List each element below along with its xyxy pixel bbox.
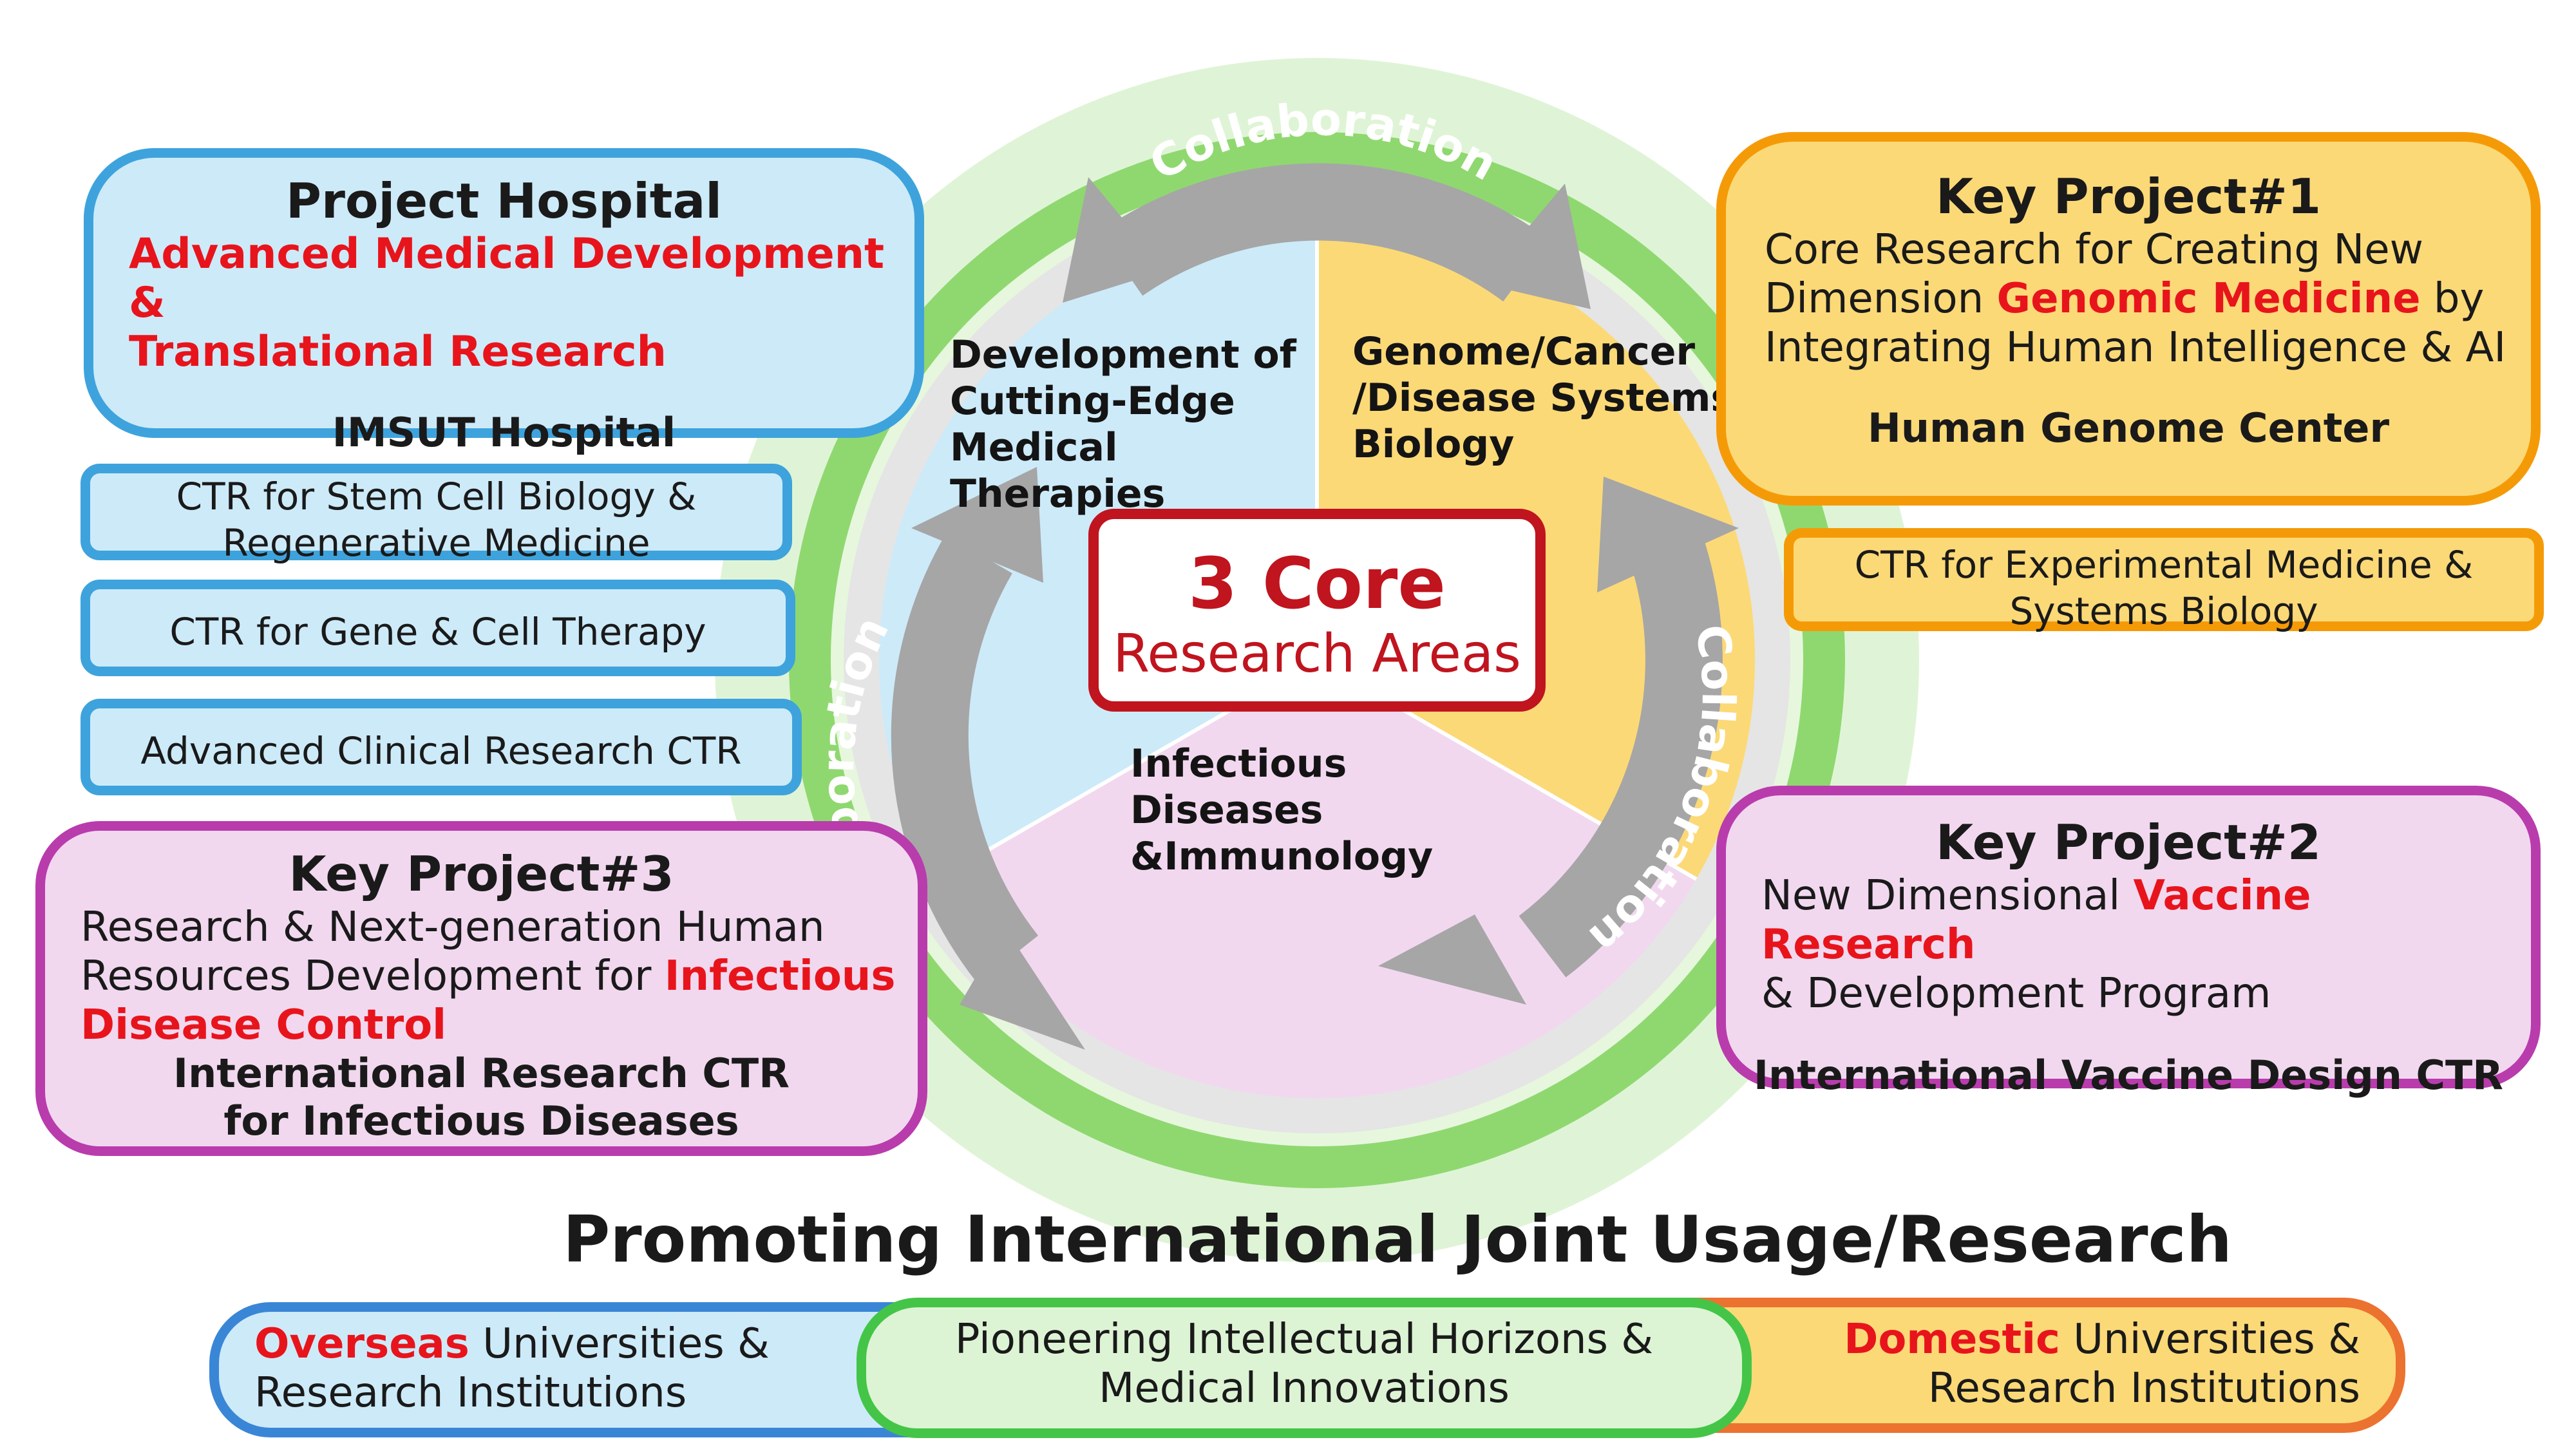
key-project-3-box: Key Project#3 Research & Next-generation… bbox=[35, 821, 927, 1156]
center-core-box: 3 Core Research Areas bbox=[1088, 509, 1546, 712]
pioneering-line2: Medical Innovations bbox=[1099, 1365, 1510, 1412]
key-project-1-line3: Integrating Human Intelligence & AI bbox=[1765, 324, 2506, 372]
pioneering-box: Pioneering Intellectual Horizons & Medic… bbox=[857, 1298, 1752, 1438]
ctr-clinical-line1: Advanced Clinical Research CTR bbox=[140, 729, 742, 773]
arrowhead-left-up bbox=[911, 467, 1043, 583]
key-project-1-line2: Dimension Genomic Medicine by bbox=[1765, 275, 2485, 323]
key-project-2-line1: New Dimensional Vaccine Research bbox=[1761, 872, 2311, 969]
key-project-2-box: Key Project#2 New Dimensional Vaccine Re… bbox=[1716, 786, 2541, 1099]
key-project-2-line2: & Development Program bbox=[1761, 970, 2271, 1018]
key-project-3-title: Key Project#3 bbox=[289, 846, 674, 902]
project-hospital-title: Project Hospital bbox=[286, 173, 722, 229]
project-hospital-subtitle-2: Translational Research bbox=[129, 328, 667, 376]
ctr-stem-cell-line1: CTR for Stem Cell Biology & bbox=[176, 475, 697, 518]
arrowhead-right-down bbox=[1378, 914, 1526, 1005]
arrowhead-top-left bbox=[1063, 177, 1166, 303]
key-project-3-org-2: for Infectious Diseases bbox=[223, 1097, 739, 1144]
key-project-3-line3: Disease Control bbox=[80, 1001, 447, 1049]
key-project-1-line1: Core Research for Creating New bbox=[1765, 226, 2423, 274]
key-project-3-line2: Resources Development for Infectious bbox=[80, 952, 896, 1000]
key-project-1-org: Human Genome Center bbox=[1867, 404, 2390, 451]
ctr-gene-cell-line1: CTR for Gene & Cell Therapy bbox=[169, 610, 706, 654]
project-hospital-box: Project Hospital Advanced Medical Develo… bbox=[84, 148, 924, 456]
key-project-3-org-1: International Research CTR bbox=[173, 1050, 790, 1097]
key-project-1-box: Key Project#1 Core Research for Creating… bbox=[1716, 132, 2541, 506]
overseas-line1: Overseas Universities & bbox=[254, 1320, 770, 1368]
ctr-clinical-box: Advanced Clinical Research CTR bbox=[80, 699, 802, 795]
overseas-box: Overseas Universities & Research Institu… bbox=[209, 1302, 995, 1437]
area-genome-label: Genome/Cancer /Disease Systems Biology bbox=[1352, 329, 1734, 467]
arrowhead-left-down bbox=[960, 927, 1085, 1050]
key-project-2-title: Key Project#2 bbox=[1935, 814, 2322, 871]
bottom-heading: Promoting International Joint Usage/Rese… bbox=[563, 1202, 2232, 1277]
domestic-line2: Research Institutions bbox=[1927, 1365, 2360, 1412]
ctr-stem-cell-box: CTR for Stem Cell Biology & Regenerative… bbox=[80, 464, 792, 565]
arrowhead-top-right bbox=[1481, 184, 1591, 309]
key-project-1-title: Key Project#1 bbox=[1935, 168, 2322, 225]
area-therapies-label: Development of Cutting-Edge Medical Ther… bbox=[950, 332, 1296, 516]
collab-arc-top bbox=[1098, 163, 1549, 302]
area-infectious-label: Infectious Diseases &Immunology bbox=[1130, 741, 1434, 879]
collab-arc-left bbox=[891, 534, 1039, 984]
project-hospital-subtitle-1: Advanced Medical Development & bbox=[129, 230, 885, 327]
pioneering-line1: Pioneering Intellectual Horizons & bbox=[954, 1316, 1654, 1363]
arrowhead-right-up bbox=[1597, 477, 1739, 592]
key-project-3-line1: Research & Next-generation Human bbox=[80, 904, 825, 951]
ctr-experimental-box: CTR for Experimental Medicine & Systems … bbox=[1784, 528, 2544, 633]
ctr-experimental-line2: Systems Biology bbox=[2009, 589, 2318, 633]
center-subtitle: Research Areas bbox=[1113, 623, 1521, 685]
collab-arc-right bbox=[1519, 542, 1723, 978]
ctr-gene-cell-box: CTR for Gene & Cell Therapy bbox=[80, 580, 795, 676]
key-project-2-org: International Vaccine Design CTR bbox=[1753, 1052, 2503, 1099]
project-hospital-org: IMSUT Hospital bbox=[332, 409, 676, 456]
ctr-experimental-line1: CTR for Experimental Medicine & bbox=[1854, 543, 2474, 587]
ctr-stem-cell-line2: Regenerative Medicine bbox=[222, 521, 650, 565]
domestic-line1: Domestic Universities & bbox=[1844, 1316, 2360, 1363]
overseas-line2: Research Institutions bbox=[254, 1369, 687, 1417]
center-title: 3 Core bbox=[1188, 542, 1446, 625]
